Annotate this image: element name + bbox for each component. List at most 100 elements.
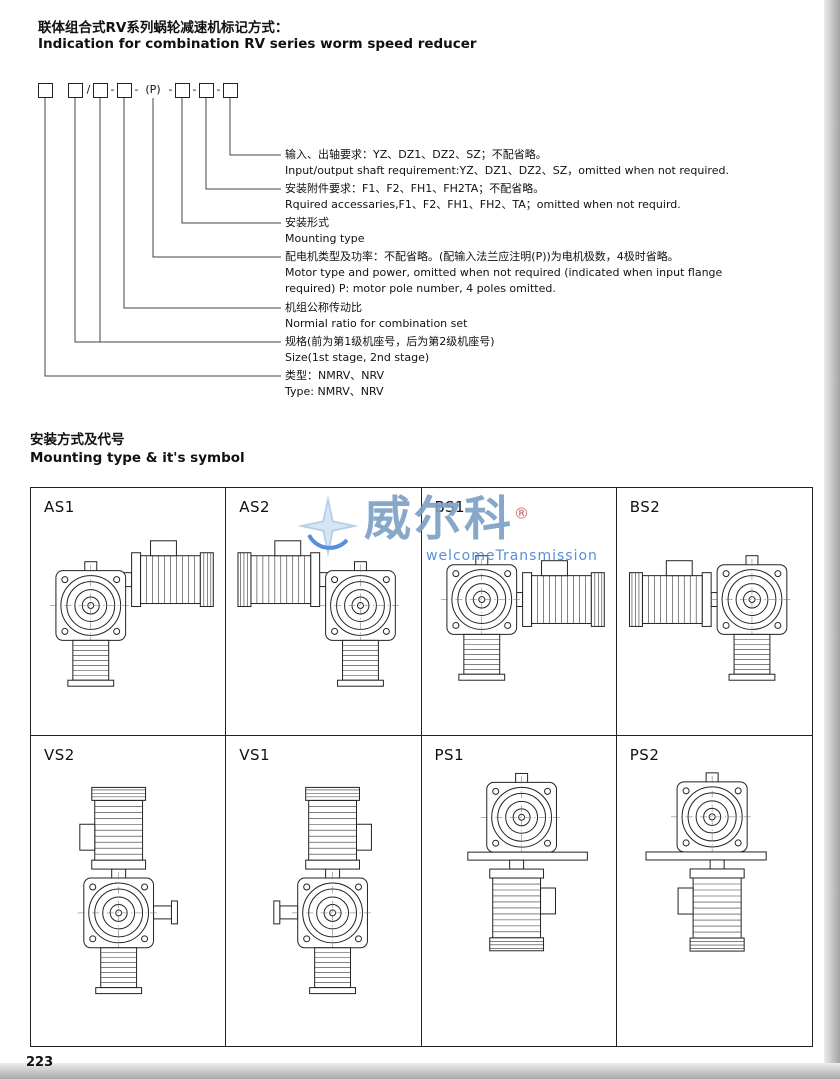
code-box-mounting [175,83,190,98]
label-mounting-type: 安装形式 Mounting type [285,215,365,247]
label-ratio-cn: 机组公称传动比 [285,301,362,314]
worm-gearbox-icon [77,871,161,955]
motor-icon [512,560,605,627]
mounting-plate-icon [466,851,588,861]
code-box-accessories [199,83,214,98]
section2-title-cn: 安装方式及代号 [30,432,125,448]
gearmotor-drawing-as1 [49,540,214,687]
watermark-brand-name: 威尔科 [364,492,514,547]
motor-icon [122,540,214,608]
label-motor-en-2: required) P: motor pole number, 4 poles … [285,282,556,295]
mounting-cell-vs1: VS1 [226,736,422,1046]
label-mounting-en: Mounting type [285,232,365,245]
worm-gearbox-icon [710,558,794,641]
label-size-cn: 规格(前为第1级机座号，后为第2级机座号) [285,335,495,348]
label-motor-type-power: 配电机类型及功率：不配省略。(配输入法兰应注明(P))为电机极数，4极时省略。 … [285,249,722,297]
code-slash: / [86,83,91,96]
watermark-subtitle: welcomeTransmission [426,547,598,564]
page-title-en: Indication for combination RV series wor… [38,36,477,52]
mounting-cell-vs2: VS2 [31,736,227,1046]
worm-housing-fins-icon [67,639,115,687]
label-accessories-cn: 安装附件要求：F1、F2、FH1、FH2TA；不配省略。 [285,182,545,195]
worm-gearbox-icon [49,564,133,647]
mounting-label: PS2 [629,746,660,764]
page-number: 223 [26,1055,54,1070]
code-box-type [38,83,53,98]
label-shaft-requirement: 输入、出轴要求：YZ、DZ1、DZ2、SZ；不配省略。 Input/output… [285,147,729,179]
label-motor-en-1: Motor type and power, omitted when not r… [285,266,723,279]
mounting-cell-bs2: BS2 [616,488,812,736]
worm-gearbox-icon [670,775,754,859]
gearmotor-drawing-vs1 [273,786,375,995]
label-type-cn: 类型：NMRV、NRV [285,369,385,382]
mounting-label: AS1 [44,498,75,516]
code-dash-icon: - [134,83,139,96]
page-title-cn: 联体组合式RV系列蜗轮减速机标记方式： [38,20,289,36]
registered-trademark-icon: ® [514,504,532,523]
gearmotor-drawing-vs2 [77,786,178,995]
brand-watermark: 威尔科® welcomeTransmission [296,494,598,564]
code-dash-icon: - [192,83,197,96]
gearmotor-drawing-ps2 [645,772,767,952]
label-accessories: 安装附件要求：F1、F2、FH1、FH2TA；不配省略。 Rquired acc… [285,181,681,213]
mounting-type-table: AS1 AS2 BS1 [30,487,813,1047]
starburst-logo-icon [297,495,359,557]
worm-gearbox-icon [479,775,563,859]
code-box-size1 [68,83,83,98]
mounting-cell-as2: AS2 [226,488,422,736]
mounting-cell-ps2: PS2 [617,736,812,1046]
motor-icon [79,786,147,879]
code-p-label: (P) [145,83,161,96]
mounting-label: BS2 [629,498,661,516]
mounting-label: VS1 [239,746,271,764]
worm-housing-fins-icon [337,639,385,687]
worm-gearbox-icon [439,558,523,641]
gearmotor-drawing-ps1 [466,772,588,952]
label-mounting-cn: 安装形式 [285,216,329,229]
output-shaft-icon [279,905,299,920]
output-flange-icon [170,900,178,925]
watermark-brand: 威尔科® [364,494,598,546]
worm-housing-fins-icon [457,633,505,681]
code-box-shaft [223,83,238,98]
label-nominal-ratio: 机组公称传动比 Normial ratio for combination se… [285,300,467,332]
label-size-en: Size(1st stage, 2nd stage) [285,351,430,364]
mounting-cell-ps1: PS1 [422,736,617,1046]
label-type: 类型：NMRV、NRV Type: NMRV、NRV [285,368,384,400]
label-accessories-en: Rquired accessaries,F1、F2、FH1、FH2、TA；omi… [285,198,681,211]
code-box-ratio [117,83,132,98]
scan-edge-bottom [0,1063,840,1079]
label-shaft-en: Input/output shaft requirement:YZ、DZ1、DZ… [285,164,729,177]
watermark-text: 威尔科® welcomeTransmission [364,494,598,564]
label-ratio-en: Normial ratio for combination set [285,317,468,330]
code-box-size2 [93,83,108,98]
label-motor-cn: 配电机类型及功率：不配省略。(配输入法兰应注明(P))为电机极数，4极时省略。 [285,250,679,263]
scan-edge-right [824,0,840,1079]
label-type-en: Type: NMRV、NRV [285,385,384,398]
mounting-cell-as1: AS1 [31,488,227,736]
mounting-label: VS2 [44,746,75,764]
code-dash-icon: - [216,83,221,96]
worm-gearbox-icon [291,871,375,955]
worm-housing-fins-icon [728,633,776,681]
mounting-label: BS1 [434,498,466,516]
worm-housing-fins-icon [95,947,143,995]
code-dash-icon: - [110,83,115,96]
worm-housing-fins-icon [309,947,357,995]
worm-gearbox-icon [319,564,403,647]
label-shaft-cn: 输入、出轴要求：YZ、DZ1、DZ2、SZ；不配省略。 [285,148,547,161]
label-size: 规格(前为第1级机座号，后为第2级机座号) Size(1st stage, 2n… [285,334,495,366]
motor-icon [677,859,745,952]
output-flange-icon [273,900,281,925]
output-shaft-icon [153,905,172,920]
mounting-cell-bs1: BS1 [421,488,617,736]
motor-icon [305,786,373,879]
motor-icon [628,560,721,627]
gearmotor-drawing-bs2 [628,555,794,681]
motor-icon [488,859,556,952]
code-dash-icon: - [168,83,173,96]
mounting-label: AS2 [239,498,271,516]
mounting-label: PS1 [434,746,465,764]
mounting-plate-icon [645,851,767,861]
